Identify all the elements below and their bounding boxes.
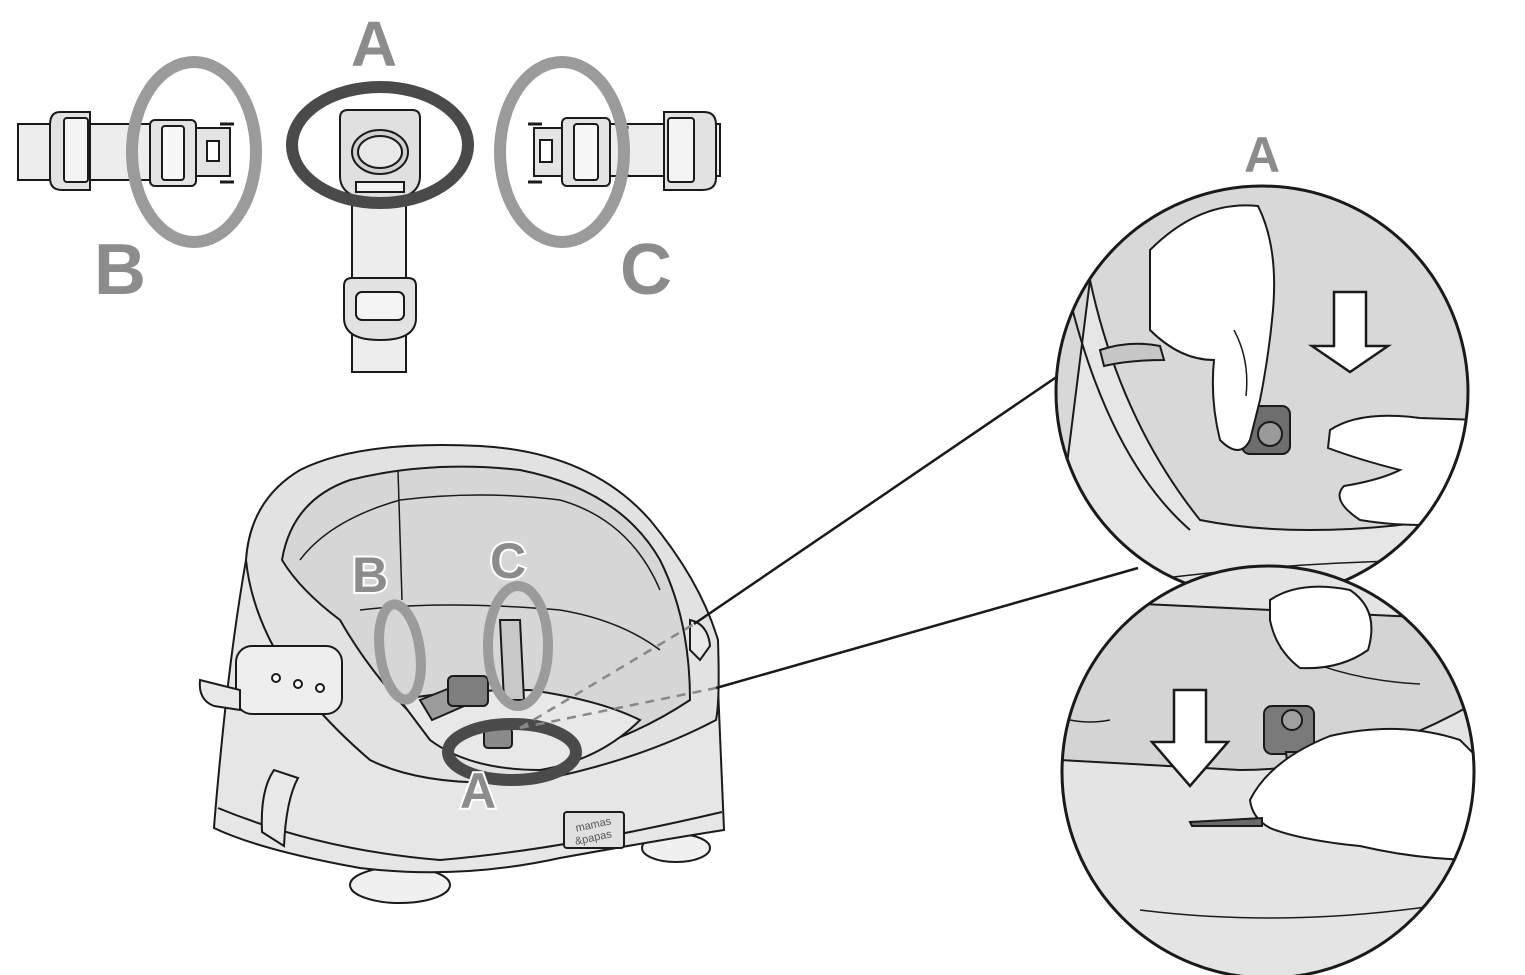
- detail-callout-label-a: A: [1244, 127, 1280, 183]
- callout-label-b-top: B: [94, 230, 146, 310]
- callout-label-b-seat: B: [352, 547, 388, 603]
- callout-label-a-seat: A: [460, 763, 496, 819]
- central-buckle-highlight-ring: [286, 81, 474, 209]
- seat-ring-b: [374, 599, 426, 705]
- detail-top-down-arrow: [1307, 290, 1393, 374]
- seat-side-handle: [198, 678, 241, 712]
- leader-lines: [519, 374, 1139, 730]
- detail-pull-tongue: [1060, 564, 1476, 975]
- callout-label-c-seat: C: [490, 533, 526, 589]
- seat-harness-strap: [498, 619, 526, 701]
- detail-press-button: [1054, 184, 1470, 600]
- right-buckle-tongue: [528, 117, 611, 187]
- booster-seat: [198, 444, 726, 904]
- harness-buckle-overview: [17, 109, 721, 373]
- seat-ring-a: [442, 718, 582, 786]
- seat-attachment-strap: [260, 768, 300, 848]
- seat-harness-buckle: [447, 675, 489, 707]
- central-buckle: [339, 109, 421, 202]
- left-buckle-highlight-ring: [126, 56, 262, 248]
- brand-badge: [563, 811, 625, 849]
- left-buckle-tongue: [149, 119, 234, 187]
- detail-hand-pressing: [1149, 204, 1276, 451]
- callout-label-c-top: C: [620, 230, 672, 310]
- detail-fingers-top: [1269, 585, 1373, 670]
- right-buckle-highlight-ring: [494, 56, 630, 248]
- seat-ring-c: [483, 581, 553, 711]
- callout-label-a-top: A: [351, 8, 397, 80]
- detail-bottom-down-arrow: [1149, 688, 1231, 788]
- seat-side-panel: [235, 645, 343, 715]
